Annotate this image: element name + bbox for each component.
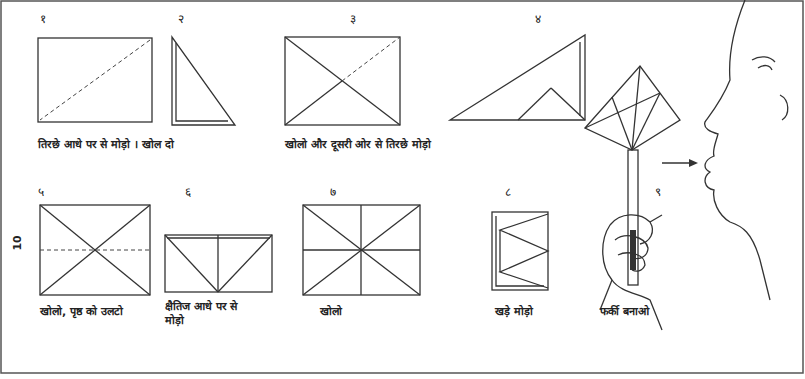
folded-triangle xyxy=(450,35,585,120)
step-caption: फर्की बनाओ xyxy=(600,305,649,319)
step-number: १ xyxy=(40,12,46,27)
folded-strip xyxy=(492,212,548,290)
step-number: ७ xyxy=(330,185,336,200)
creased-square xyxy=(40,205,150,295)
step-number: ९ xyxy=(655,185,661,200)
folded-triangle xyxy=(172,37,235,125)
folded-rectangle xyxy=(165,235,272,292)
step-caption: खोलो और दूसरी ओर से तिरछे मोड़ो xyxy=(285,138,431,152)
step-number: ८ xyxy=(505,185,511,200)
frame xyxy=(1,1,803,373)
step-number: २ xyxy=(178,12,184,27)
step-number: ३ xyxy=(350,12,356,27)
step-caption: खड़े मोड़ो xyxy=(495,305,533,319)
step-caption: खोलो xyxy=(320,305,342,319)
step-number: ५ xyxy=(38,185,44,200)
square-sheet xyxy=(38,38,152,122)
step-number: ४ xyxy=(535,12,541,27)
hand xyxy=(600,215,662,330)
step-caption: क्षैतिज आधे पर से मोड़ो xyxy=(165,300,260,328)
step-caption: तिरछे आधे पर से मोड़ो । खोल दो xyxy=(38,138,174,152)
step-caption: खोलो, पृष्ठ को उलटो xyxy=(40,305,135,319)
pinwheel xyxy=(585,66,680,285)
creased-square xyxy=(285,37,400,125)
step-number: ६ xyxy=(185,185,191,200)
air-arrow xyxy=(662,159,698,167)
creased-square xyxy=(303,205,420,295)
step-caption: 10 xyxy=(11,235,25,250)
face-profile xyxy=(705,0,788,300)
